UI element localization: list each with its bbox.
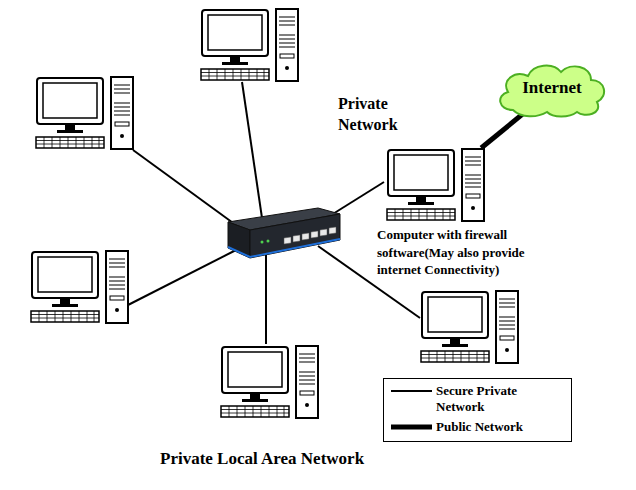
firewall-computer: Computer with firewall software(May also… [385,148,487,222]
legend-row: Secure Private Network [388,383,567,415]
network-label: Private Network [338,94,430,136]
computer-icon [387,149,484,221]
computer [201,9,298,81]
network-switch [228,208,340,258]
computer [31,251,128,323]
computer [385,148,487,222]
legend-line [391,425,432,430]
node-caption: Computer with firewall software(May also… [375,226,559,279]
public-network-link [481,113,524,148]
legend-line [391,390,432,392]
computer [421,291,518,363]
cloud-outline [500,66,604,117]
legend-swatch [388,383,436,399]
legend-box: Secure Private NetworkPublic Network [383,378,572,442]
computer [36,77,133,149]
legend-row: Public Network [388,419,567,435]
diagram-title: Private Local Area Network [160,449,364,469]
internet-cloud: Internet [493,60,611,120]
legend-text: Public Network [436,419,561,435]
legend-swatch [388,419,436,435]
legend-text: Secure Private Network [436,383,561,415]
node-text: Internet [522,78,581,98]
computer [221,346,318,418]
